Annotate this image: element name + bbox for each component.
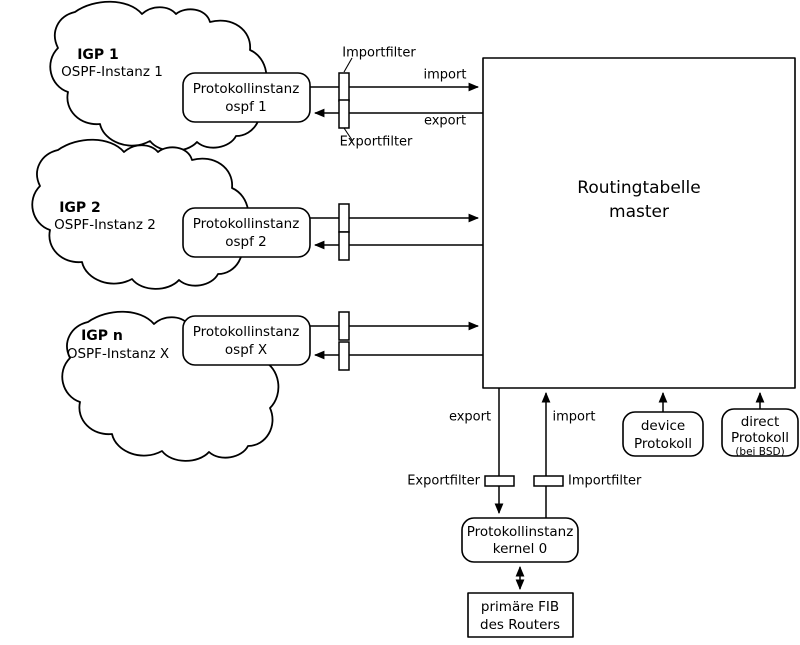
cloud-1-subtitle: OSPF-Instanz 1 [61,64,163,80]
import-filter-label-row-1: Importfilter [342,46,416,61]
protocol-instance-ospf-x-box [182,315,311,366]
export-filter-kernel[interactable] [484,475,515,487]
protocol-instance-ospf-2-group[interactable]: Protokollinstanz ospf 2 [182,207,311,258]
import-flow-label-kernel: import [553,410,596,425]
protocol-instance-ospf-1-box [182,72,311,123]
primary-fib-group[interactable]: primäre FIB des Routers [467,592,574,638]
export-filter-label-kernel: Exportfilter [407,474,480,489]
export-filter-leader-row-1 [343,127,353,141]
master-table-rect [482,57,796,389]
protocol-instance-ospf-1-line2: ospf 1 [225,99,267,115]
export-flow-label-row-1: export [424,114,466,129]
import-filter-row-3[interactable] [338,311,350,341]
cloud-1-title: IGP 1 [77,47,119,63]
device-protocol-line2: Protokoll [634,436,692,452]
protocol-instance-ospf-x-group[interactable]: Protokollinstanz ospf X [182,315,311,366]
export-filter-row-3[interactable] [338,341,350,371]
master-table-line1: Routingtabelle [577,178,700,198]
protocol-instance-ospf-x-line1: Protokollinstanz [193,324,300,340]
protocol-instance-ospf-2-line2: ospf 2 [225,234,267,250]
direct-protocol-line2: Protokoll [731,430,789,446]
direct-protocol-box [721,408,799,457]
direct-protocol-line1: direct [741,414,780,430]
primary-fib-line1: primäre FIB [481,599,559,615]
cloud-2-title: IGP 2 [59,200,101,216]
direct-protocol-line3: (bei BSD) [735,446,784,458]
master-table-line2: master [609,202,669,222]
export-filter-label-row-1: Exportfilter [340,135,413,150]
device-protocol-box [622,411,704,457]
primary-fib-box [467,592,574,638]
device-protocol-group[interactable]: device Protokoll [622,411,704,457]
import-filter-kernel[interactable] [533,475,564,487]
import-filter-row-1[interactable] [338,72,350,102]
import-filter-label-kernel: Importfilter [568,474,642,489]
protocol-instance-kernel-line2: kernel 0 [493,541,547,557]
export-flow-label-kernel: export [449,410,491,425]
protocol-instance-kernel-box [461,517,579,563]
cloud-3-title: IGP n [81,328,123,344]
protocol-instance-ospf-1-group[interactable]: Protokollinstanz ospf 1 [182,72,311,123]
routing-table-master-box[interactable]: Routingtabelle master [482,57,796,389]
import-flow-label-row-1: import [424,68,467,83]
protocol-instance-kernel-line1: Protokollinstanz [467,524,574,540]
cloud-2-subtitle: OSPF-Instanz 2 [54,217,156,233]
protocol-instance-ospf-2-box [182,207,311,258]
protocol-instance-ospf-1-line1: Protokollinstanz [193,81,300,97]
import-filter-leader-row-1 [343,57,353,73]
export-filter-row-2[interactable] [338,231,350,261]
protocol-instance-kernel-group[interactable]: Protokollinstanz kernel 0 [461,517,579,563]
import-filter-row-2[interactable] [338,203,350,233]
protocol-instance-ospf-2-line1: Protokollinstanz [193,216,300,232]
protocol-instance-ospf-x-line2: ospf X [225,342,267,358]
direct-protocol-group[interactable]: direct Protokoll (bei BSD) [721,408,799,458]
primary-fib-line2: des Routers [480,617,560,633]
device-protocol-line1: device [641,418,685,434]
cloud-3-subtitle: OSPF-Instanz X [67,346,169,362]
export-filter-row-1[interactable] [338,99,350,129]
